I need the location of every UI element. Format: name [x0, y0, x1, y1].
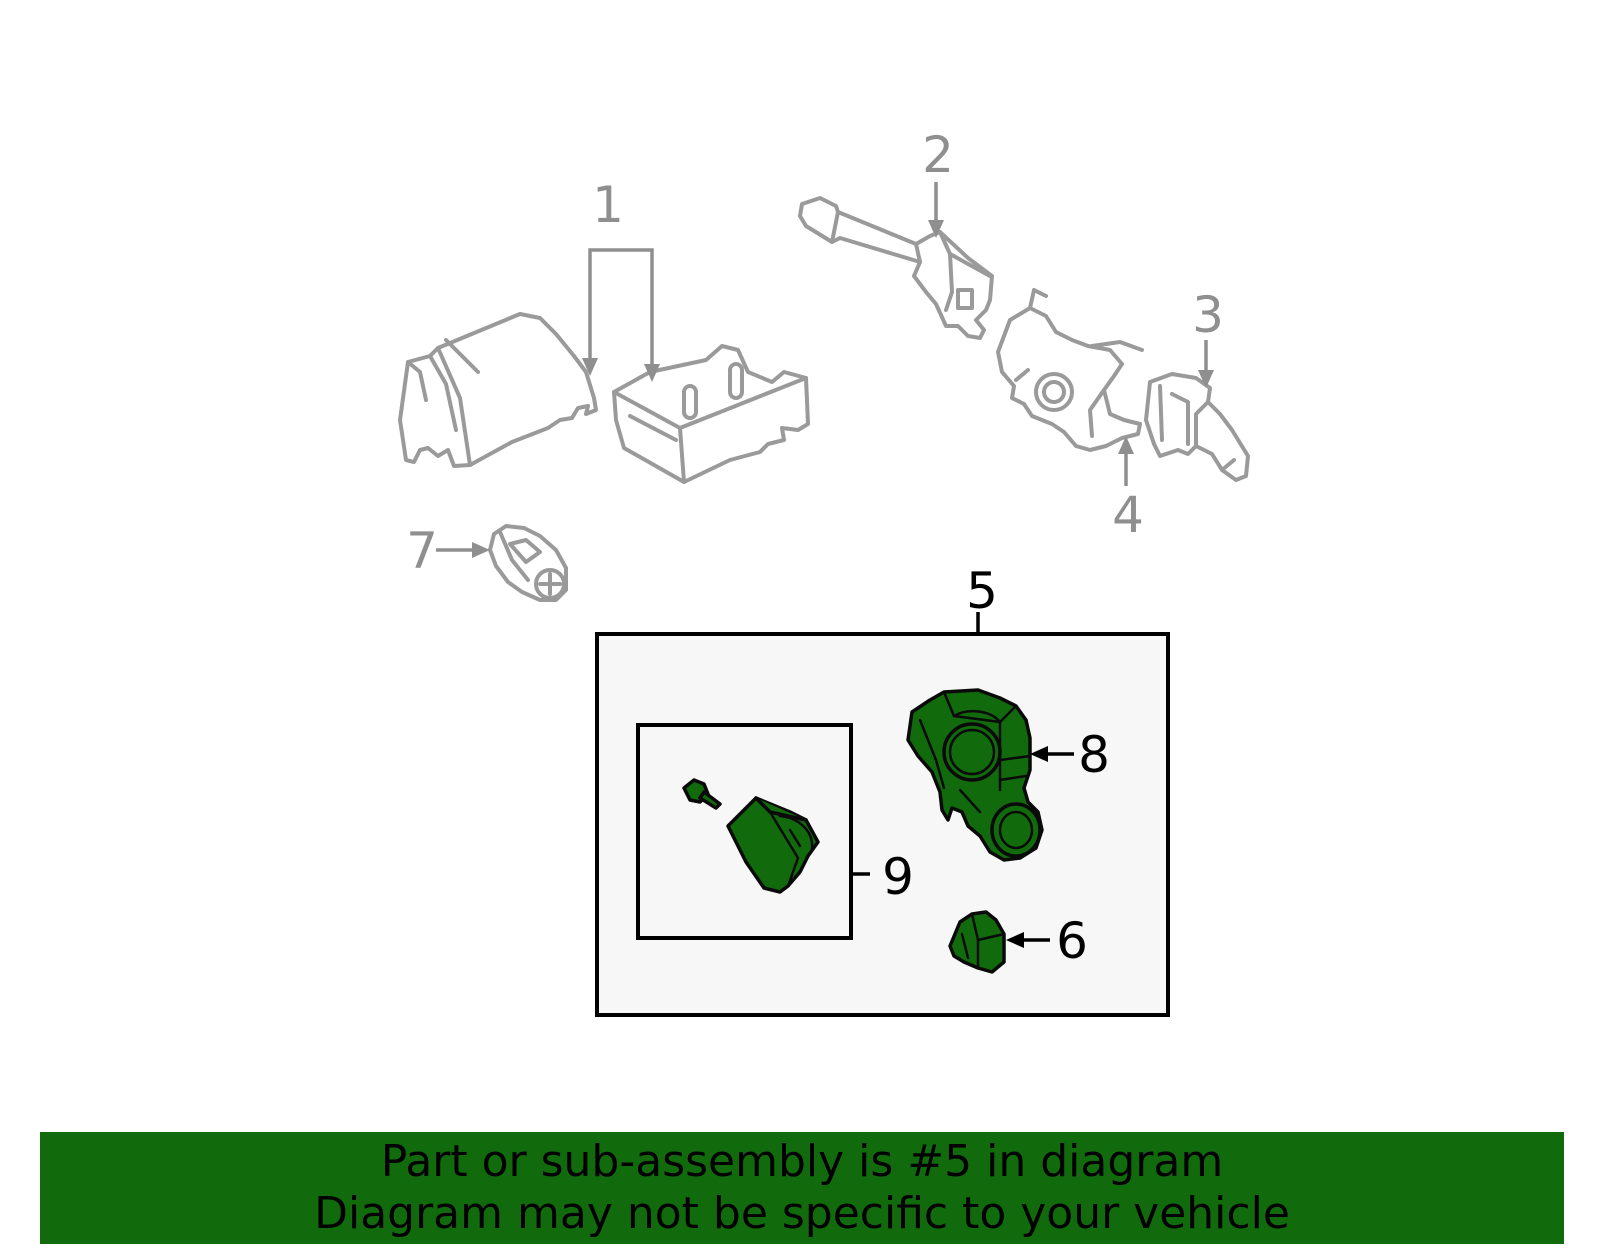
part-1-column-covers[interactable]	[398, 248, 810, 484]
part-2-combination-switch-lever[interactable]	[798, 182, 994, 340]
info-banner: Part or sub-assembly is #5 in diagram Di…	[40, 1132, 1564, 1244]
banner-line-2: Diagram may not be specific to your vehi…	[314, 1188, 1290, 1239]
assembly-5-frame	[595, 632, 1170, 1017]
callout-7: 7	[406, 522, 438, 580]
banner-line-1: Part or sub-assembly is #5 in diagram	[380, 1136, 1224, 1187]
callout-2: 2	[922, 126, 954, 184]
part-9-lock-cylinder[interactable]	[682, 778, 820, 894]
callout-9: 9	[882, 848, 914, 906]
part-6-cap[interactable]	[948, 910, 1050, 974]
callout-8: 8	[1078, 726, 1110, 784]
callout-5: 5	[966, 562, 998, 620]
part-3-switch[interactable]	[1144, 340, 1250, 482]
assembly-5-box[interactable]	[595, 612, 1170, 1017]
part-8-lock-housing[interactable]	[906, 688, 1074, 862]
callout-6: 6	[1056, 912, 1088, 970]
part-7-socket[interactable]	[436, 524, 568, 602]
callout-1: 1	[592, 176, 624, 234]
callout-3: 3	[1192, 286, 1224, 344]
part-4-switch-body[interactable]	[996, 288, 1144, 486]
callout-4: 4	[1112, 486, 1144, 544]
